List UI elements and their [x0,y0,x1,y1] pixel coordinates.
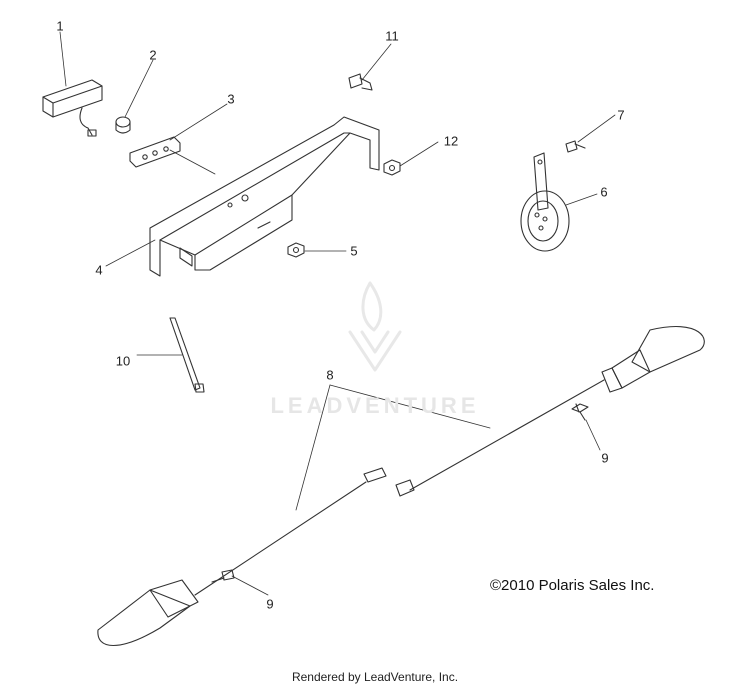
callout-12: 12 [443,133,459,149]
part-12-nut [383,159,401,176]
rendered-by-footer: Rendered by LeadVenture, Inc. [291,670,459,684]
part-6-horn [520,152,570,252]
copyright-notice: ©2010 Polaris Sales Inc. [490,577,655,594]
callout-9-right: 9 [601,450,609,466]
callout-8: 8 [326,367,334,383]
part-11-bolt [348,73,373,91]
callout-3: 3 [227,91,235,107]
part-8-right-signal [395,325,705,497]
leader-lines [59,31,616,596]
callout-5: 5 [350,243,358,259]
callout-9-left: 9 [266,596,274,612]
callout-4: 4 [95,262,103,278]
callout-6: 6 [600,184,608,200]
callout-7: 7 [617,107,625,123]
part-5-nut [287,242,305,258]
watermark-text: LEADVENTURE [270,393,480,418]
callout-1: 1 [56,18,64,34]
leadventure-logo-watermark [348,281,402,372]
part-2-spacer [115,116,131,134]
part-10-cable-tie [169,317,205,393]
part-4-bracket [149,116,380,277]
part-9-screw-right [571,403,589,421]
part-1-lamp-assembly [42,79,103,137]
part-7-screw [565,140,586,153]
callout-2: 2 [149,47,157,63]
part-3-plate [129,136,181,168]
callout-11: 11 [385,28,399,44]
callout-10: 10 [115,353,131,369]
part-8-left-signal [97,467,387,647]
part-9-screw-left [211,569,235,583]
